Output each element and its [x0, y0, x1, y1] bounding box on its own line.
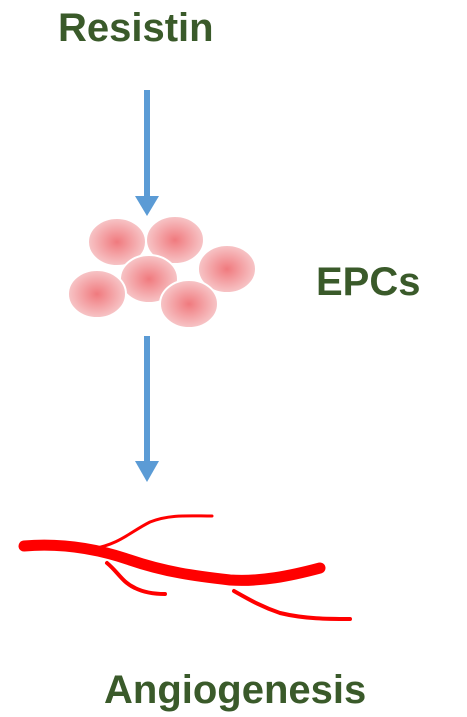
blood-vessel-icon — [18, 514, 352, 621]
cell-cluster-icon — [67, 215, 257, 329]
resistin-label: Resistin — [58, 6, 214, 50]
epcs-label: EPCs — [316, 260, 421, 304]
arrow-resistin-to-epcs — [135, 90, 159, 216]
epc-cell — [145, 215, 205, 265]
arrow-epcs-to-angiogenesis — [135, 336, 159, 482]
epc-cell — [159, 279, 219, 329]
angiogenesis-label: Angiogenesis — [104, 668, 367, 712]
epc-cell — [197, 244, 257, 294]
epc-cell — [67, 269, 127, 319]
